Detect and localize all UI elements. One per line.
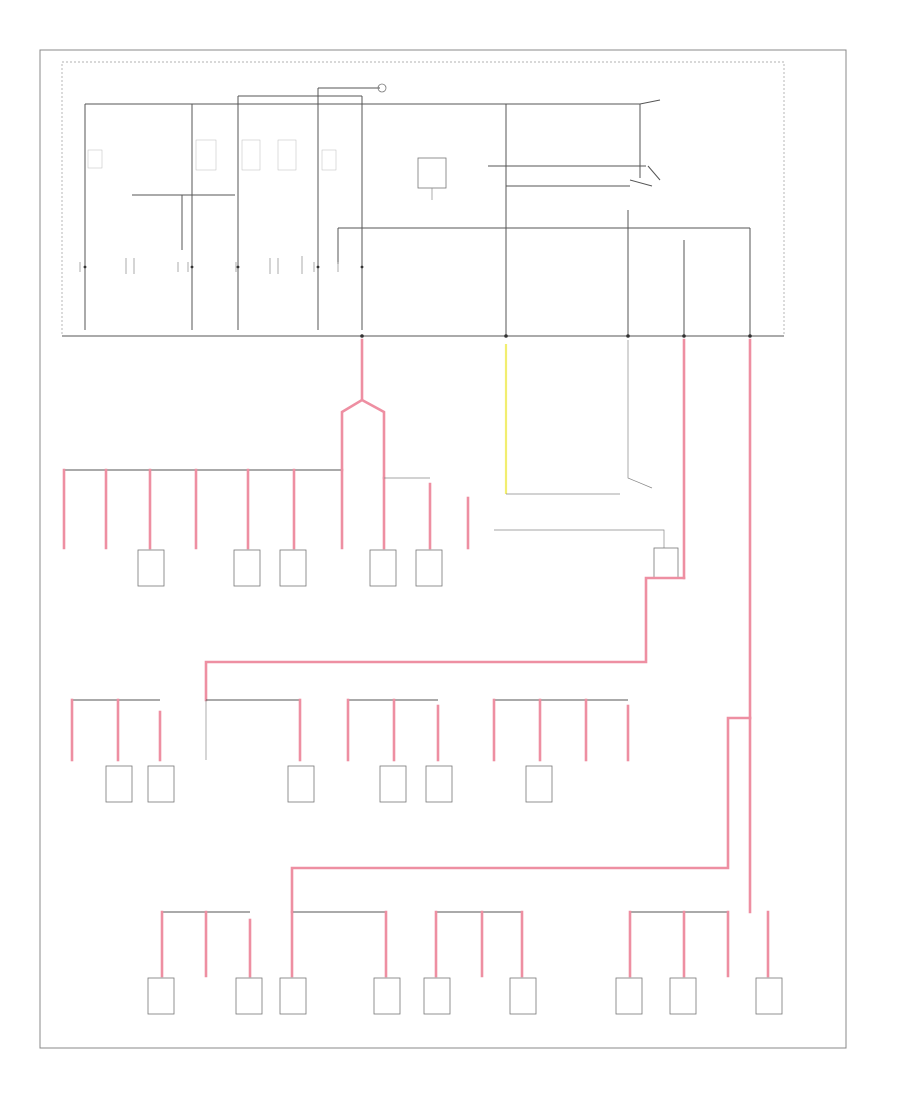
ignition-coil-2-box (379, 765, 407, 803)
diagram-frame (39, 49, 847, 1049)
fuse-row (79, 256, 364, 274)
ignition-coil-4-box (525, 765, 553, 803)
row1-drops (62, 468, 470, 550)
ignition-coil-8-box (615, 977, 643, 1015)
row1-boxes (137, 549, 443, 587)
ecm-box (653, 547, 679, 579)
fuel-injector-2-box (147, 765, 175, 803)
ignition-coil-5-box (373, 977, 401, 1015)
fuel-injector-5-box (235, 977, 263, 1015)
ignition-coil-7-box (509, 977, 537, 1015)
fuel-injector-4-box (147, 977, 175, 1015)
underhood-fuse-block-outline (61, 61, 785, 337)
bus-junctions (360, 334, 752, 338)
row1-section (62, 468, 470, 587)
row2-section (70, 576, 686, 803)
relay-icon (417, 157, 447, 189)
ignition-coil-1-box (287, 765, 315, 803)
row2-drops (70, 698, 630, 762)
ignition-coil-6-box (423, 977, 451, 1015)
row3-section (147, 716, 783, 1015)
fuse-labels (87, 139, 337, 171)
fuel-injector-1-box (105, 765, 133, 803)
ignition-coil-3-box (425, 765, 453, 803)
row3-boxes (147, 977, 783, 1015)
fuse-block-section (61, 61, 785, 338)
fuel-injector-6-box (279, 977, 307, 1015)
row2-boxes (105, 765, 553, 803)
row3-drops (160, 910, 770, 978)
